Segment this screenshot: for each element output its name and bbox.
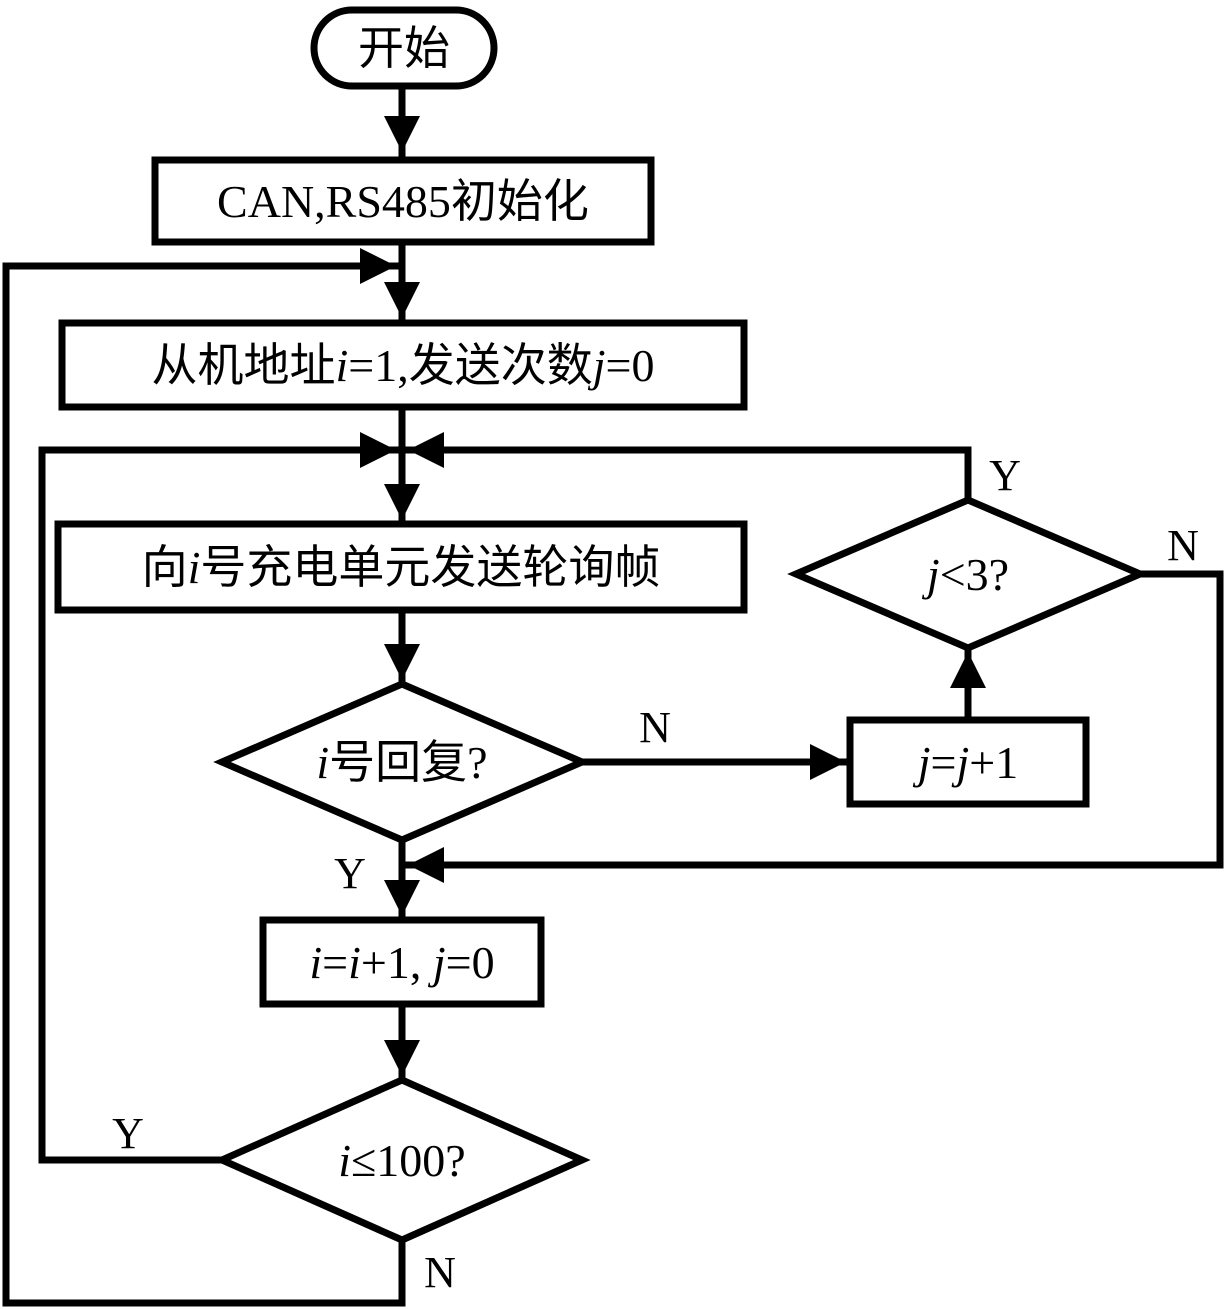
node-start-shape bbox=[310, 6, 498, 90]
node-set-addr-label: 从机地址i=1,发送次数j=0 bbox=[152, 340, 655, 391]
arrow-down-icon bbox=[384, 282, 420, 318]
node-inc-i-shape bbox=[259, 916, 545, 1008]
label-j-no: N bbox=[1167, 521, 1199, 570]
edge-i-yes bbox=[38, 446, 402, 1164]
node-start-label: 开始 bbox=[358, 23, 450, 74]
label-i-yes: Y bbox=[112, 1109, 144, 1158]
label-i-no: N bbox=[424, 1248, 456, 1297]
node-set-addr-shape bbox=[58, 319, 748, 411]
arrow-right-icon bbox=[810, 744, 846, 780]
edge-j-no bbox=[402, 570, 1224, 869]
arrow-down-icon bbox=[384, 1040, 420, 1076]
arrow-right-icon bbox=[360, 432, 396, 468]
node-i-check-shape bbox=[213, 1076, 591, 1244]
arrow-down-icon bbox=[384, 484, 420, 520]
label-reply-yes: Y bbox=[334, 849, 366, 898]
node-j-check-shape bbox=[787, 496, 1149, 652]
arrow-right-icon bbox=[360, 248, 396, 284]
node-send-poll-shape bbox=[54, 520, 748, 614]
node-send-poll-label: 向i号充电单元发送轮询帧 bbox=[142, 542, 661, 593]
node-inc-j-label: j=j+1 bbox=[913, 737, 1018, 788]
arrow-down-icon bbox=[384, 116, 420, 152]
label-reply-no: N bbox=[639, 703, 671, 752]
arrow-left-icon bbox=[408, 432, 444, 468]
label-j-yes: Y bbox=[989, 451, 1021, 500]
edge-i-no bbox=[2, 262, 406, 1307]
node-init-label: CAN,RS485初始化 bbox=[217, 176, 589, 227]
node-reply-check-label: i号回复? bbox=[316, 737, 487, 788]
arrow-up-icon bbox=[950, 652, 986, 688]
node-i-check-label: i≤100? bbox=[338, 1135, 465, 1186]
node-j-check-label: j<3? bbox=[922, 549, 1009, 600]
node-inc-j-shape bbox=[846, 716, 1090, 808]
node-inc-i-label: i=i+1, j=0 bbox=[309, 937, 494, 988]
node-init-shape bbox=[151, 156, 655, 246]
arrow-left-icon bbox=[408, 847, 444, 883]
node-reply-check-shape bbox=[213, 680, 591, 844]
arrow-down-icon bbox=[384, 644, 420, 680]
arrow-down-icon bbox=[384, 880, 420, 916]
edge-j-yes bbox=[402, 446, 972, 500]
